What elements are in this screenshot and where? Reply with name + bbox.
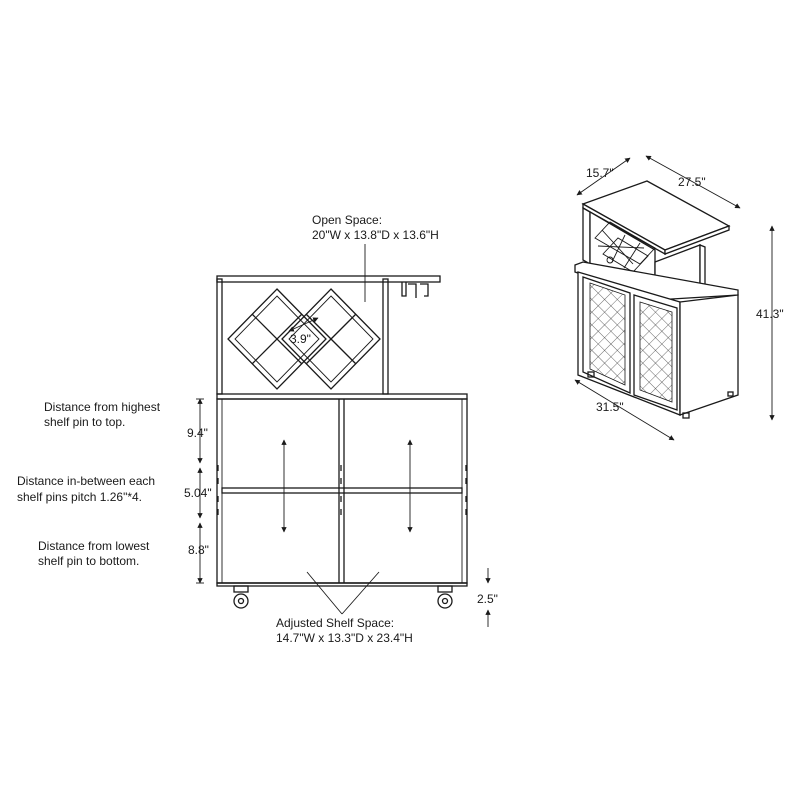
caster-height-value: 2.5" [477,592,498,606]
front-dimension-lines [196,398,491,627]
iso-top-width-dim-line [645,155,741,209]
pitch-text-2: shelf pins pitch 1.26"*4. [17,490,142,504]
iso-top-width-value: 27.5" [678,175,706,189]
pitch-text-1: Distance in-between each [17,474,155,488]
adjustable-shelf [221,487,463,494]
shelf-space-callout-right [341,571,380,615]
hutch-right-post [382,278,389,395]
base-cabinet [216,398,468,584]
lowest-pin-value: 8.8" [188,543,209,557]
lowest-pin-text-2: shelf pin to bottom. [38,554,139,568]
iso-depth-dim-line [576,157,631,196]
iso-width-value: 31.5" [596,400,624,414]
rack-cell-size: 3.9" [290,332,311,346]
highest-pin-value: 9.4" [187,426,208,440]
shelf-space-title: Adjusted Shelf Space: [276,616,394,630]
isometric-cabinet [574,180,739,419]
iso-depth-value: 15.7" [586,166,614,180]
open-space-title: Open Space: [312,213,382,227]
pitch-value: 5.04" [184,486,212,500]
hutch-left-post [216,278,223,395]
iso-width-dim-line [574,379,675,441]
iso-height-value: 41.3" [756,307,784,321]
right-caster [437,585,453,609]
iso-wine-rack [594,221,656,273]
highest-pin-text-2: shelf pin to top. [44,415,125,429]
rack-cell-arrow [288,317,319,332]
highest-pin-text-1: Distance from highest [44,400,161,414]
shelf-pins [217,465,467,515]
open-space-dims: 20"W x 13.8"D x 13.6"H [312,228,439,242]
left-caster [233,585,249,609]
lowest-pin-text-1: Distance from lowest [38,539,150,553]
iso-dimension-lines [574,155,775,441]
front-view-cabinet [216,244,468,615]
shelf-space-dims: 14.7"W x 13.3"D x 23.4"H [276,631,413,645]
iso-base-side [679,294,739,416]
stemware-holder [401,282,429,298]
shelf-space-callout-left [306,571,343,615]
counter-top [216,393,468,400]
hutch-top-shelf [216,275,441,283]
